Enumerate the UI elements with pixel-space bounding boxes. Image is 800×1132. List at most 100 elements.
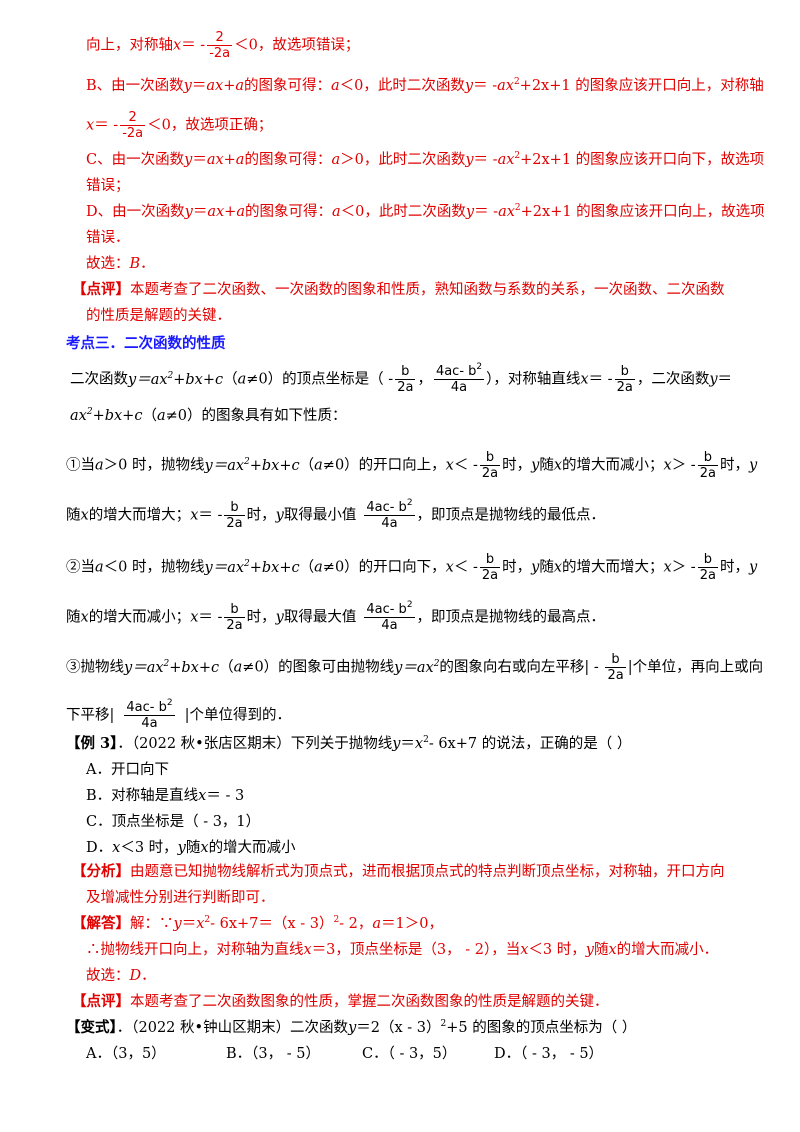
text: 的增大而减小． [616, 942, 719, 958]
text: |个单位，再向上或向 [627, 659, 764, 676]
text: ＝ - [474, 204, 499, 220]
text: ∴抛物线开口向上，对称轴为直线 [86, 942, 304, 958]
text: 错误． [86, 230, 130, 246]
denominator: 4a [433, 379, 485, 395]
text: B．对称轴是直线 [86, 788, 199, 804]
text: ．（2022 秋•张店区期末）下列关于抛物线 [117, 736, 393, 752]
text: ＝ - [588, 371, 613, 388]
text: ＜0，故选项错误； [234, 37, 360, 54]
var-a: a [95, 457, 104, 474]
text: 时， [502, 559, 532, 576]
answer: B [129, 256, 141, 272]
var-a: a [235, 78, 244, 94]
text: ③抛物线 [66, 659, 124, 676]
var-ax: ax [206, 78, 224, 94]
var-x: x [80, 507, 89, 524]
text: D、由一次函数 [86, 204, 185, 220]
text: （ [142, 408, 157, 424]
text: ＝ [192, 204, 208, 220]
text: ＜0，此时二次函数 [340, 204, 466, 220]
text: - 2， [339, 916, 373, 932]
numerator: b [703, 552, 712, 567]
tag: 【例 3】 [66, 735, 118, 752]
var-a: a [331, 204, 341, 220]
var-a: a [95, 559, 104, 576]
text: 的增大而减小 [208, 840, 296, 856]
var-a: a [237, 371, 247, 388]
denominator: 2a [479, 465, 501, 481]
text: - 6x+7 的说法，正确的是（ ） [428, 736, 632, 752]
var-y: y [748, 559, 758, 576]
text: ＞ - [671, 457, 696, 474]
var-y: y [184, 204, 193, 220]
text: ．（2022 秋•钟山区期末）二次函数 [116, 1020, 349, 1036]
var-x: x [553, 457, 563, 474]
var-y: y [465, 152, 474, 168]
var-y: y [184, 152, 193, 168]
text: ＜0 时，抛物线 [103, 559, 205, 576]
denominator: 2a [697, 465, 718, 481]
text: C、由一次函数 [86, 152, 185, 168]
var-a: a [314, 559, 323, 576]
var-ax: ax [497, 78, 514, 94]
text: ， [417, 371, 432, 388]
text: + [223, 78, 236, 94]
denominator: 2a [395, 379, 416, 395]
analysis-cont: 及增减性分别进行判断即可． [86, 888, 275, 908]
num-text: 4ac- b [435, 364, 477, 379]
variant-question: 【变式】．（2022 秋•钟山区期末）二次函数y＝2（x - 3）2+5 的图象… [66, 1019, 637, 1036]
text: ），对称轴直线 [486, 371, 581, 388]
analysis: 【分析】由题意已知抛物线解析式为顶点式，进而根据顶点式的特点判断顶点坐标，对称轴… [72, 862, 725, 882]
formula: y＝ax2 [394, 658, 440, 676]
text: ＝ - [181, 37, 206, 54]
denominator: 2a [479, 567, 501, 583]
var-x: x [414, 736, 424, 752]
fraction: 2-2a [120, 110, 146, 141]
text: 的图象可得： [244, 78, 331, 94]
var-y: y [173, 916, 182, 932]
text: ＝2（x - 3） [356, 1020, 441, 1036]
text: 的图象可得： [244, 152, 332, 168]
num-sup: 2 [406, 498, 413, 508]
text: 的增大而减小； [562, 457, 664, 474]
option-d: D．x＜3 时，y随x的增大而减小 [86, 838, 296, 858]
text: ． [141, 968, 156, 984]
text: ＝ - [198, 507, 223, 524]
solution-2: ∴抛物线开口向上，对称轴为直线x＝3，顶点坐标是（3， - 2），当x＜3 时，… [86, 940, 718, 960]
numerator: b [620, 364, 629, 379]
var-x: x [173, 37, 182, 54]
text: 二次函数 [70, 371, 128, 388]
denominator: 2a [697, 567, 718, 583]
text: ． [140, 256, 155, 272]
var-y: y [585, 942, 594, 958]
var-x: x [663, 559, 672, 576]
text: 由题意已知抛物线解析式为顶点式，进而根据顶点式的特点判断顶点坐标，对称轴，开口方… [130, 864, 725, 880]
text: 随 [66, 609, 81, 626]
text: ＝ [192, 152, 207, 168]
denominator: 4a [124, 715, 175, 731]
text: |个单位得到的． [184, 707, 291, 724]
var-ax: ax [206, 152, 224, 168]
formula: y＝ax2+bx+c [204, 456, 300, 474]
var-x: x [608, 942, 617, 958]
numerator: 2 [215, 30, 224, 45]
text: + [223, 152, 236, 168]
text: 时， [246, 507, 276, 524]
var-ax: ax [207, 204, 225, 220]
var-a: a [233, 659, 243, 676]
formula: ax2+bx+c [70, 407, 143, 425]
example-3-question: 【例 3】．（2022 秋•张店区期末）下列关于抛物线y＝x2- 6x+7 的说… [66, 735, 632, 752]
text: ＜0，故选项正确； [147, 117, 273, 134]
var-a: a [331, 78, 340, 94]
text: 取得最大值 [283, 609, 357, 626]
numerator: b [703, 450, 712, 465]
